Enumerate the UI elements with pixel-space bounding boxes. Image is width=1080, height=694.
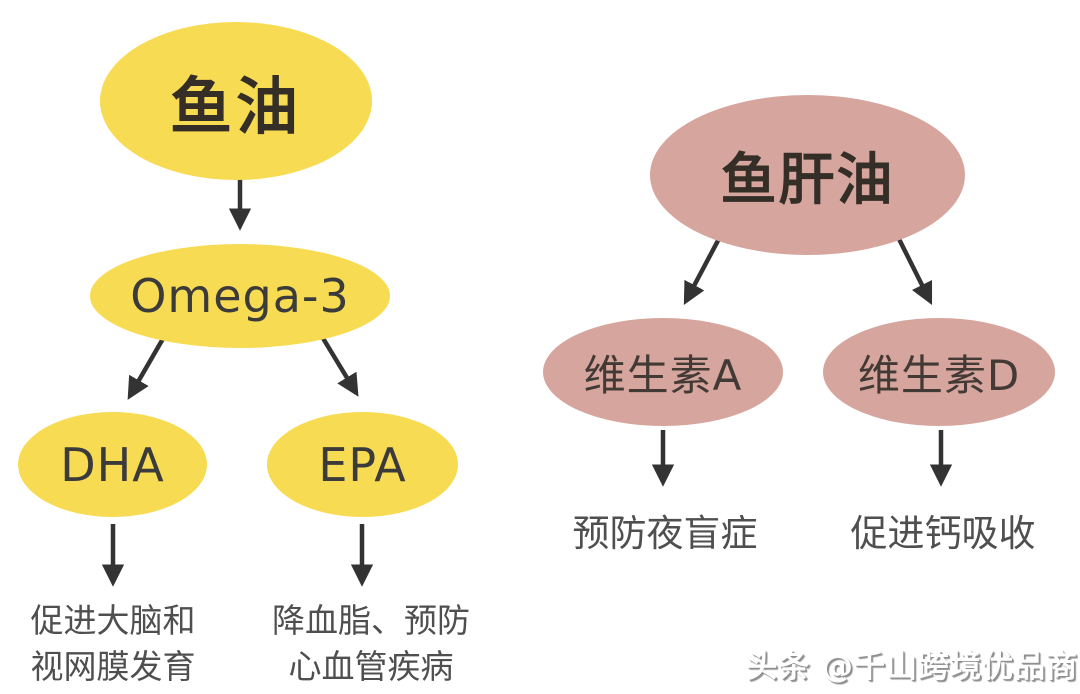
node-vitamin-d-label: 维生素D — [857, 350, 1021, 400]
effect-epa: 降血脂、预防 心血管疾病 — [272, 601, 470, 686]
node-epa: EPA — [267, 412, 458, 517]
node-dha: DHA — [18, 412, 207, 517]
node-fish-oil: 鱼油 — [100, 22, 372, 180]
arrow-fish-liver-oil-to-vitamin-a — [683, 231, 724, 305]
effect-dha: 促进大脑和 视网膜发育 — [30, 601, 196, 686]
watermark-toutiao: 头条 @千山跨境优品商城 — [746, 649, 1078, 685]
node-dha-label: DHA — [60, 437, 165, 492]
node-vitamin-a-label: 维生素A — [583, 350, 743, 400]
effect-vitamin-d: 促进钙吸收 — [850, 512, 1036, 555]
node-vitamin-d: 维生素D — [823, 318, 1055, 426]
arrow-fish-liver-oil-to-vitamin-d — [894, 233, 933, 306]
node-fish-liver-oil-label: 鱼肝油 — [720, 147, 895, 213]
effect-vitamin-a: 预防夜盲症 — [572, 512, 758, 555]
node-epa-label: EPA — [318, 437, 407, 492]
node-omega3: Omega-3 — [90, 244, 390, 348]
node-fish-liver-oil: 鱼肝油 — [650, 95, 965, 255]
node-vitamin-a: 维生素A — [543, 318, 783, 426]
node-fish-oil-label: 鱼油 — [169, 70, 302, 143]
node-omega3-label: Omega-3 — [130, 269, 350, 323]
